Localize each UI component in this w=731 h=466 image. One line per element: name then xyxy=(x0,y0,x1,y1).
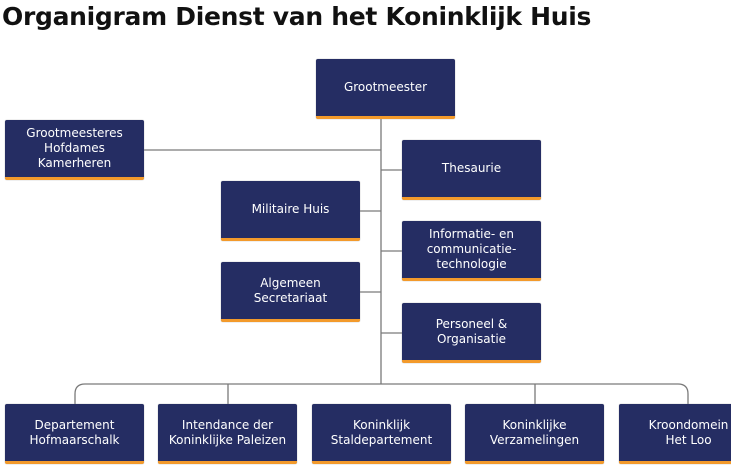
node-algemeen-secretariaat: Algemeen Secretariaat xyxy=(221,262,360,322)
node-verzamelingen: Koninklijke Verzamelingen xyxy=(465,404,604,464)
node-kroondomein: Kroondomein Het Loo xyxy=(619,404,731,464)
node-grootmeester: Grootmeester xyxy=(316,59,455,119)
page-title: Organigram Dienst van het Koninklijk Hui… xyxy=(2,2,592,31)
node-personeel-organisatie: Personeel & Organisatie xyxy=(402,303,541,363)
node-ict: Informatie- en communicatie- technologie xyxy=(402,221,541,281)
node-militaire-huis: Militaire Huis xyxy=(221,181,360,241)
node-staldepartement: Koninklijk Staldepartement xyxy=(312,404,451,464)
node-intendance: Intendance der Koninklijke Paleizen xyxy=(158,404,297,464)
node-thesaurie: Thesaurie xyxy=(402,140,541,200)
node-hofmaarschalk: Departement Hofmaarschalk xyxy=(5,404,144,464)
node-grootmeesteres: Grootmeesteres Hofdames Kamerheren xyxy=(5,120,144,180)
